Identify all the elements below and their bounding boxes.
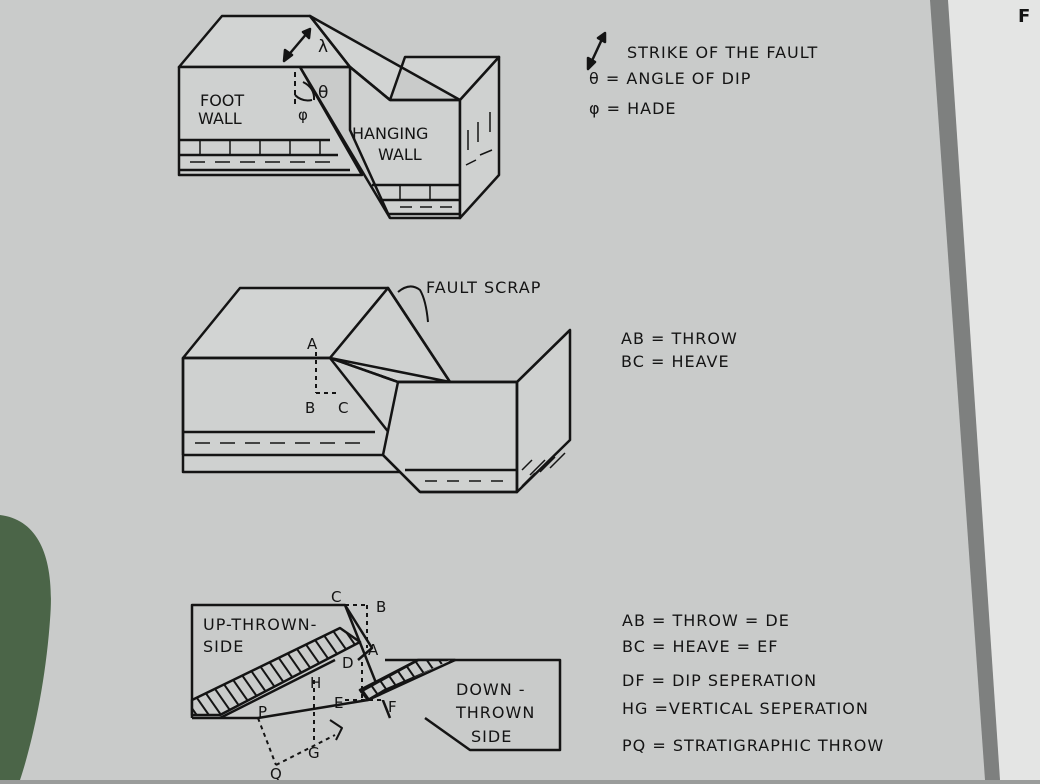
fig3-point-h: H <box>310 674 321 692</box>
down-thrown-label-3: SIDE <box>471 727 512 746</box>
foot-wall-label-1: FOOT <box>200 91 244 110</box>
fig2-point-b: B <box>305 399 315 417</box>
foot-wall-label-2: WALL <box>198 109 242 128</box>
hanging-wall-label-2: WALL <box>378 145 422 164</box>
fig3-point-p: P <box>258 703 267 721</box>
legend-vertical-separation: HG =VERTICAL SEPERATION <box>622 699 869 718</box>
lambda-symbol: λ <box>318 37 328 57</box>
up-thrown-label-2: SIDE <box>203 637 244 656</box>
legend-strike: STRIKE OF THE FAULT <box>627 43 818 62</box>
fault-scrap-label: FAULT SCRAP <box>426 278 541 297</box>
fig2-point-a: A <box>307 335 318 353</box>
figure-1-normal-fault-block <box>177 14 501 220</box>
fig3-point-f: F <box>388 698 397 716</box>
fig2-point-c: C <box>338 399 348 417</box>
figure-3-cross-section <box>190 603 562 766</box>
legend-dip: θ = ANGLE OF DIP <box>589 69 751 88</box>
legend-throw-de: AB = THROW = DE <box>622 611 790 630</box>
legend-throw: AB = THROW <box>621 329 738 348</box>
fig3-point-a: A <box>368 641 379 659</box>
strike-arrow-icon <box>586 31 607 71</box>
fig3-point-e: E <box>334 694 343 712</box>
up-thrown-label-1: UP-THROWN- <box>203 615 317 634</box>
fig3-point-g: G <box>308 744 320 762</box>
fig3-point-q: Q <box>270 765 282 780</box>
page-header-fragment: F <box>1018 6 1030 27</box>
legend-heave-ef: BC = HEAVE = EF <box>622 637 778 656</box>
finger-shadow <box>0 515 51 780</box>
legend-hade: φ = HADE <box>589 99 677 118</box>
theta-symbol: θ <box>318 83 328 103</box>
fig3-point-b: B <box>376 598 386 616</box>
fig3-point-d: D <box>342 654 354 672</box>
down-thrown-label-1: DOWN - <box>456 680 526 699</box>
legend-heave: BC = HEAVE <box>621 352 730 371</box>
legend-dip-separation: DF = DIP SEPERATION <box>622 671 817 690</box>
down-thrown-label-2: THROWN <box>455 703 535 722</box>
next-page-edge <box>940 0 1040 780</box>
phi-symbol: φ <box>298 106 308 124</box>
legend-stratigraphic-throw: PQ = STRATIGRAPHIC THROW <box>622 736 884 755</box>
hanging-wall-label-1: HANGING <box>352 124 428 143</box>
figure-2-fault-scarp-block <box>181 285 572 494</box>
page-gutter <box>930 0 1000 780</box>
fig3-point-c: C <box>331 588 341 606</box>
